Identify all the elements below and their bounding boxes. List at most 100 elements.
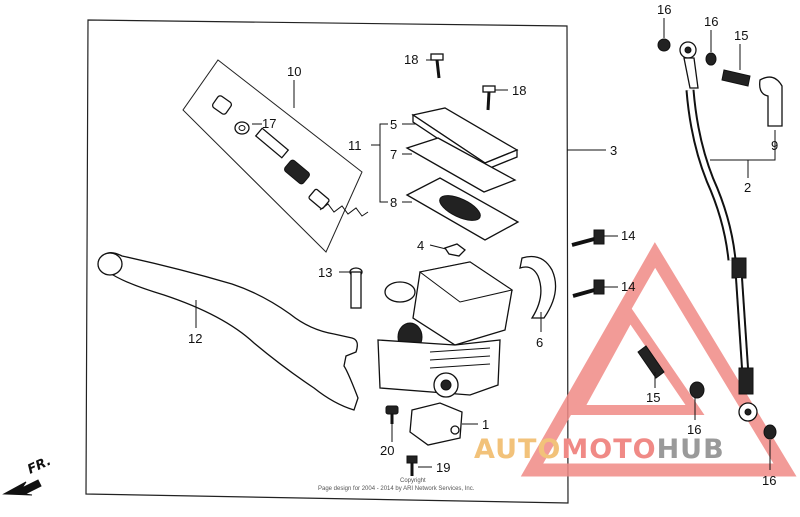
- banjo-port-inner: [440, 379, 452, 391]
- screw-19: [406, 455, 418, 476]
- piston-rod: [254, 127, 290, 159]
- callout-17: 17: [262, 116, 276, 131]
- callout-6: 6: [536, 335, 543, 350]
- assembly-frame: [85, 19, 569, 504]
- lever-tip: [97, 252, 123, 276]
- copyright-line-2: Page design for 2004 - 2014 by ARI Netwo…: [318, 486, 475, 492]
- handlebar-clamp: [519, 255, 557, 319]
- diaphragm-bellows: [439, 195, 481, 221]
- callout-13: 13: [318, 265, 332, 280]
- hose-mid-fitting: [731, 257, 747, 279]
- piston-kit-box: [182, 59, 363, 253]
- master-cylinder-body: [377, 261, 514, 398]
- front-label: FR.: [25, 454, 53, 478]
- fin-2: [429, 355, 491, 361]
- piston-cup: [211, 95, 233, 115]
- hose-elbow-9: [759, 76, 783, 127]
- washer-17-hole: [238, 125, 246, 131]
- callout-1: 1: [482, 417, 489, 432]
- washer-16-lower: [689, 381, 705, 399]
- fin-3: [429, 363, 491, 369]
- screw-18-top-shank: [435, 59, 441, 79]
- callout-16-bottom: 16: [762, 473, 776, 488]
- bolt-15-top: [721, 69, 751, 87]
- watermark-logo: [520, 242, 797, 477]
- screw-18-top-head: [430, 53, 444, 61]
- callout-15-lower: 15: [646, 390, 660, 405]
- banjo-eye-top-hole: [684, 46, 692, 54]
- screw-18-right: [482, 85, 496, 111]
- screw-18-right-head: [482, 85, 496, 93]
- return-spring: [319, 203, 369, 217]
- leader-lines: [195, 18, 776, 470]
- brake-hose-assembly: [657, 38, 783, 440]
- callout-9: 9: [771, 138, 778, 153]
- washer-16-top-left: [657, 38, 671, 52]
- callout-18-right: 18: [512, 83, 526, 98]
- callout-14-lower: 14: [621, 279, 635, 294]
- bolt-14-lower: [572, 279, 605, 298]
- pivot-bolt-shank: [350, 271, 362, 309]
- brake-switch-terminal: [450, 425, 460, 435]
- callout-labels: 10 17 18 18 5 11 7 8 3 4 14 14 13 6 12 1…: [188, 2, 778, 488]
- cap-plate: [405, 137, 517, 193]
- watermark-text: AUTOMOTOHUB: [474, 434, 725, 465]
- callout-5: 5: [390, 117, 397, 132]
- watermark-triangle-outer: [520, 242, 797, 477]
- callout-15-top: 15: [734, 28, 748, 43]
- piston-body: [284, 159, 310, 185]
- callout-14-upper: 14: [621, 228, 635, 243]
- reservoir-cap-set: [405, 107, 520, 241]
- front-arrow-icon: [2, 479, 42, 496]
- bolt-14-lower-head: [593, 279, 605, 295]
- leader-9: [710, 130, 776, 161]
- callout-16-top-left: 16: [657, 2, 671, 17]
- brake-switch: [409, 402, 463, 446]
- callout-10: 10: [287, 64, 301, 79]
- callout-8: 8: [390, 195, 397, 210]
- clip-4: [443, 243, 466, 257]
- hose-upper-fitting: [683, 57, 699, 89]
- brake-lever: [99, 251, 359, 411]
- screw-19-head: [406, 455, 418, 464]
- brake-switch-body: [409, 402, 463, 446]
- callout-16-top-right: 16: [704, 14, 718, 29]
- cylinder-inlet: [384, 281, 416, 303]
- watermark-auto: AUTO: [474, 434, 561, 465]
- banjo-eye-bottom-hole: [744, 408, 752, 416]
- leader-11-bracket: [379, 123, 388, 203]
- hose-lower-fitting: [738, 367, 754, 395]
- screw-18-right-shank: [486, 91, 491, 111]
- watermark-triangle-inner: [569, 305, 705, 415]
- washer-17: [234, 121, 250, 135]
- screw-20: [385, 405, 399, 424]
- callout-18-top: 18: [404, 52, 418, 67]
- callout-4: 4: [417, 238, 424, 253]
- callout-11: 11: [348, 138, 362, 153]
- callout-7: 7: [390, 147, 397, 162]
- pivot-bolt-13: [349, 267, 363, 309]
- cylinder-reservoir-top: [418, 261, 514, 303]
- washer-16-top-right: [705, 52, 717, 66]
- callout-3: 3: [610, 143, 617, 158]
- hose-line-inner: [687, 89, 735, 261]
- screw-20-head: [385, 405, 399, 415]
- callout-20: 20: [380, 443, 394, 458]
- bolt-14-upper-head: [593, 229, 605, 245]
- front-direction-indicator: FR.: [2, 454, 54, 496]
- watermark-hub: HUB: [657, 434, 725, 465]
- callout-2: 2: [744, 180, 751, 195]
- washer-16-bottom-right: [763, 424, 777, 440]
- fin-1: [429, 347, 491, 353]
- piston-seal: [308, 188, 330, 210]
- piston-kit-parts: [211, 95, 369, 217]
- callout-19: 19: [436, 460, 450, 475]
- callout-16-lower: 16: [687, 422, 701, 437]
- callout-12: 12: [188, 331, 202, 346]
- hose-lower-line-inner: [737, 277, 747, 369]
- bolt-14-upper: [571, 229, 605, 247]
- watermark-moto: MOTO: [561, 434, 656, 465]
- screw-18-top: [430, 53, 444, 79]
